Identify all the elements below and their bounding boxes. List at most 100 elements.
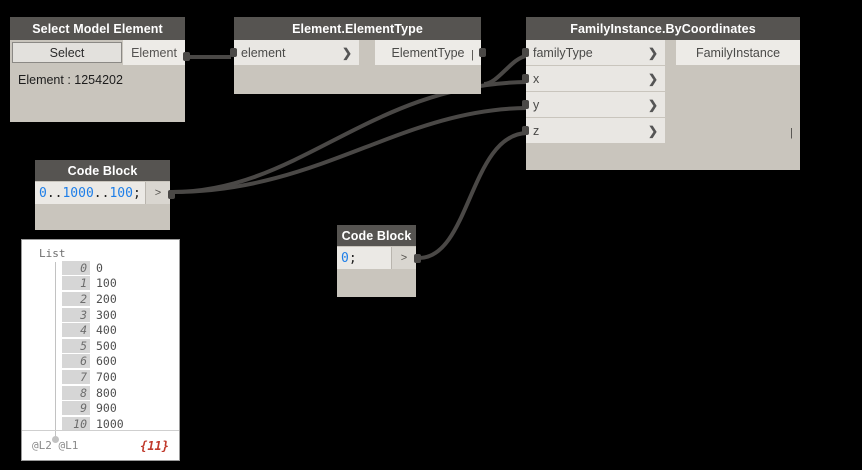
preview-row: 6 600: [22, 354, 179, 370]
code-block-editor[interactable]: 0..1000..100;: [35, 182, 145, 204]
preview-row: 7 700: [22, 369, 179, 385]
node-gap: [665, 40, 676, 65]
preview-row: 1 100: [22, 276, 179, 292]
node-familyinstance-bycoordinates[interactable]: FamilyInstance.ByCoordinates familyType …: [522, 17, 800, 170]
code-number: 1000: [62, 185, 94, 201]
output-port-familyinstance[interactable]: FamilyInstance: [676, 40, 800, 65]
chevron-right-icon[interactable]: ❯: [647, 97, 658, 112]
wire-zero-to-z: [418, 131, 528, 260]
output-nub[interactable]: [414, 254, 421, 263]
preview-row-value: 700: [96, 369, 117, 384]
input-nub-z[interactable]: [522, 126, 529, 135]
preview-row-value: 300: [96, 307, 117, 322]
input-port-label: element: [241, 45, 286, 60]
preview-row-value: 200: [96, 291, 117, 306]
node-title: Code Block: [337, 225, 416, 246]
input-port-y[interactable]: y ❯: [526, 92, 665, 117]
tree-end-dot: [52, 436, 59, 443]
node-gap: [665, 92, 800, 117]
node-gap: [665, 118, 800, 143]
preview-row-value: 0: [96, 260, 103, 275]
chevron-right-icon[interactable]: ❯: [647, 45, 658, 60]
chevron-right-icon[interactable]: ❯: [647, 123, 658, 138]
preview-row: 3 300: [22, 307, 179, 323]
preview-row-value: 100: [96, 276, 117, 291]
node-select-model-element[interactable]: Select Model Element Select Element Elem…: [10, 17, 190, 122]
preview-row: 8 800: [22, 385, 179, 401]
node-element-elementtype[interactable]: Element.ElementType element ❯ ElementTyp…: [230, 17, 486, 94]
input-port-label: familyType: [533, 45, 593, 60]
preview-row-index: 6: [62, 354, 90, 369]
wire-elementtype-to-familytype: [483, 54, 528, 86]
input-nub[interactable]: [230, 48, 237, 57]
preview-row-value: 800: [96, 385, 117, 400]
preview-row-index: 2: [62, 291, 90, 306]
preview-row-index: 3: [62, 307, 90, 322]
lacing-indicator[interactable]: |: [790, 127, 793, 139]
wire-range-to-x: [171, 80, 528, 194]
output-port-chevron[interactable]: >: [391, 247, 416, 269]
input-port-familytype[interactable]: familyType ❯: [526, 40, 665, 65]
input-port-label: x: [533, 71, 540, 86]
lacing-indicator[interactable]: |: [471, 49, 474, 61]
preview-row: 9 900: [22, 400, 179, 416]
node-title: FamilyInstance.ByCoordinates: [526, 17, 800, 40]
code-number: 0: [341, 250, 349, 266]
preview-row-index: 7: [62, 369, 90, 384]
preview-row: 2 200: [22, 291, 179, 307]
preview-row-index: 8: [62, 385, 90, 400]
preview-row-index: 10: [62, 416, 90, 431]
preview-row-index: 0: [62, 260, 90, 275]
preview-row-value: 900: [96, 401, 117, 416]
input-port-label: z: [533, 123, 540, 138]
preview-footer: @L2 @L1 {11}: [22, 430, 179, 460]
node-gap: [359, 40, 375, 65]
output-nub[interactable]: [183, 52, 190, 61]
wire-range-to-y: [171, 106, 528, 194]
input-nub-x[interactable]: [522, 74, 529, 83]
preview-row: 10 1000: [22, 416, 179, 432]
node-gap: [665, 66, 800, 91]
preview-row-index: 5: [62, 338, 90, 353]
code-number: 100: [109, 185, 133, 201]
input-port-z[interactable]: z ❯: [526, 118, 665, 143]
preview-row: 5 500: [22, 338, 179, 354]
node-code-block-zero[interactable]: Code Block 0; >: [337, 225, 421, 297]
tree-line: [55, 262, 56, 440]
input-port-x[interactable]: x ❯: [526, 66, 665, 91]
preview-row-value: 1000: [96, 416, 124, 431]
input-nub-y[interactable]: [522, 100, 529, 109]
code-block-editor[interactable]: 0;: [337, 247, 391, 269]
preview-list-title: List: [39, 247, 66, 260]
item-count-badge: {11}: [140, 438, 169, 453]
output-nub[interactable]: [479, 48, 486, 57]
chevron-right-icon[interactable]: ❯: [341, 45, 352, 60]
node-title: Select Model Element: [10, 17, 185, 40]
output-port-elementtype[interactable]: ElementType: [375, 40, 481, 65]
preview-row-index: 9: [62, 401, 90, 416]
output-nub[interactable]: [168, 190, 175, 199]
chevron-right-icon[interactable]: ❯: [647, 71, 658, 86]
node-title: Element.ElementType: [234, 17, 481, 40]
list-levels-label[interactable]: @L2 @L1: [32, 439, 79, 452]
output-port-element[interactable]: Element: [123, 40, 185, 65]
selected-element-info: Element : 1254202: [18, 73, 123, 87]
input-port-label: y: [533, 97, 540, 112]
preview-row-index: 4: [62, 323, 90, 338]
output-port-chevron[interactable]: >: [145, 182, 170, 204]
node-code-block-range[interactable]: Code Block 0..1000..100; >: [35, 160, 175, 230]
select-button[interactable]: Select: [12, 42, 122, 63]
input-nub-familytype[interactable]: [522, 48, 529, 57]
node-title: Code Block: [35, 160, 170, 181]
code-number: 0: [39, 185, 47, 201]
preview-row-value: 600: [96, 354, 117, 369]
preview-row-index: 1: [62, 276, 90, 291]
input-port-element[interactable]: element ❯: [234, 40, 359, 65]
preview-row-value: 500: [96, 338, 117, 353]
